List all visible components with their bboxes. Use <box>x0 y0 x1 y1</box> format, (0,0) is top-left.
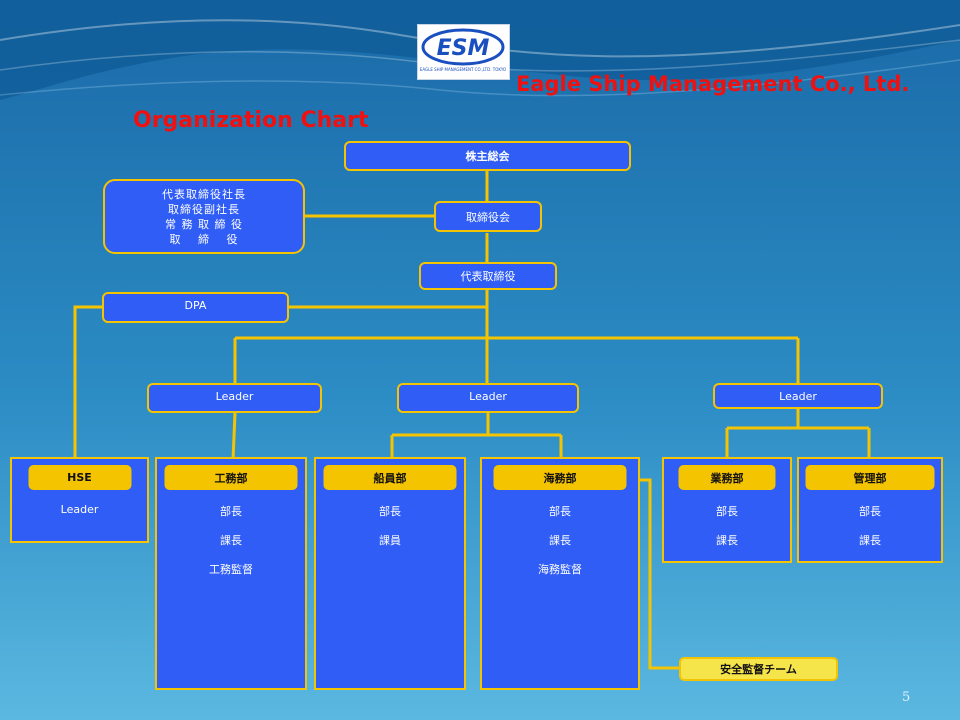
chart-title: Organization Chart <box>133 108 369 133</box>
leader-label: Leader <box>215 390 254 403</box>
company-name: Eagle Ship Management Co., Ltd. <box>516 72 910 96</box>
dept-name: 業務部 <box>678 465 776 490</box>
dept-items: 部長 課長 <box>664 503 790 561</box>
shareholders-box: 株主総会 <box>344 141 631 171</box>
dept-item: 課長 <box>220 534 242 547</box>
dept-item: 課長 <box>859 534 881 547</box>
dept-items: 部長 課長 海務監督 <box>482 503 638 590</box>
logo-subtext: EAGLE SHIP MANAGEMENT CO.,LTD. TOKYO <box>420 67 506 72</box>
esm-logo: ESM EAGLE SHIP MANAGEMENT CO.,LTD. TOKYO <box>417 24 510 80</box>
board-box: 取締役会 <box>434 201 542 232</box>
dept-engineering: 工務部 部長 課長 工務監督 <box>155 457 307 690</box>
safety-team-label: 安全監督チーム <box>720 663 797 676</box>
dept-name: HSE <box>28 465 131 490</box>
dept-hse: HSE Leader <box>10 457 149 543</box>
board-label: 取締役会 <box>466 210 510 224</box>
dept-name: 管理部 <box>805 465 935 490</box>
logo-text: ESM <box>437 36 490 61</box>
shareholders-label: 株主総会 <box>465 150 510 163</box>
dept-items: 部長 課員 <box>316 503 464 561</box>
executive-line: 代表取締役社長 <box>162 187 246 201</box>
dept-items: 部長 課長 工務監督 <box>157 503 305 590</box>
dpa-label: DPA <box>184 299 207 312</box>
dept-items: Leader <box>12 503 147 532</box>
rep-director-label: 代表取締役 <box>460 270 516 283</box>
dept-crew: 船員部 部長 課員 <box>314 457 466 690</box>
dept-item: 課長 <box>549 534 571 547</box>
dept-items: 部長 課長 <box>799 503 941 561</box>
dept-administration: 管理部 部長 課長 <box>797 457 943 563</box>
leader-box-2: Leader <box>397 383 579 413</box>
dept-operations: 業務部 部長 課長 <box>662 457 792 563</box>
executive-line: 常 務 取 締 役 <box>165 217 243 231</box>
dept-item: 部長 <box>379 505 401 518</box>
dept-item: 部長 <box>549 505 571 518</box>
dept-name: 工務部 <box>164 465 298 490</box>
executive-line: 取締役副社長 <box>168 202 240 216</box>
leader-box-1: Leader <box>147 383 322 413</box>
dept-item: Leader <box>60 503 99 516</box>
dept-item: 課長 <box>716 534 738 547</box>
dept-name: 海務部 <box>493 465 627 490</box>
executives-box: 代表取締役社長 取締役副社長 常 務 取 締 役 取 締 役 <box>103 179 305 254</box>
dept-item: 工務監督 <box>209 563 253 576</box>
dept-item: 部長 <box>716 505 738 518</box>
rep-director-box: 代表取締役 <box>419 262 557 290</box>
safety-team-box: 安全監督チーム <box>679 657 838 681</box>
leader-box-3: Leader <box>713 383 883 409</box>
dept-name: 船員部 <box>323 465 457 490</box>
dept-item: 課員 <box>379 534 401 547</box>
leader-label: Leader <box>469 390 507 403</box>
page-number: 5 <box>902 690 911 705</box>
executive-line: 取 締 役 <box>169 232 239 246</box>
leader-label: Leader <box>779 390 817 403</box>
dept-item: 部長 <box>859 505 881 518</box>
dept-marine: 海務部 部長 課長 海務監督 <box>480 457 640 690</box>
dept-item: 海務監督 <box>538 563 582 576</box>
dept-item: 部長 <box>220 505 242 518</box>
dpa-box: DPA <box>102 292 289 323</box>
